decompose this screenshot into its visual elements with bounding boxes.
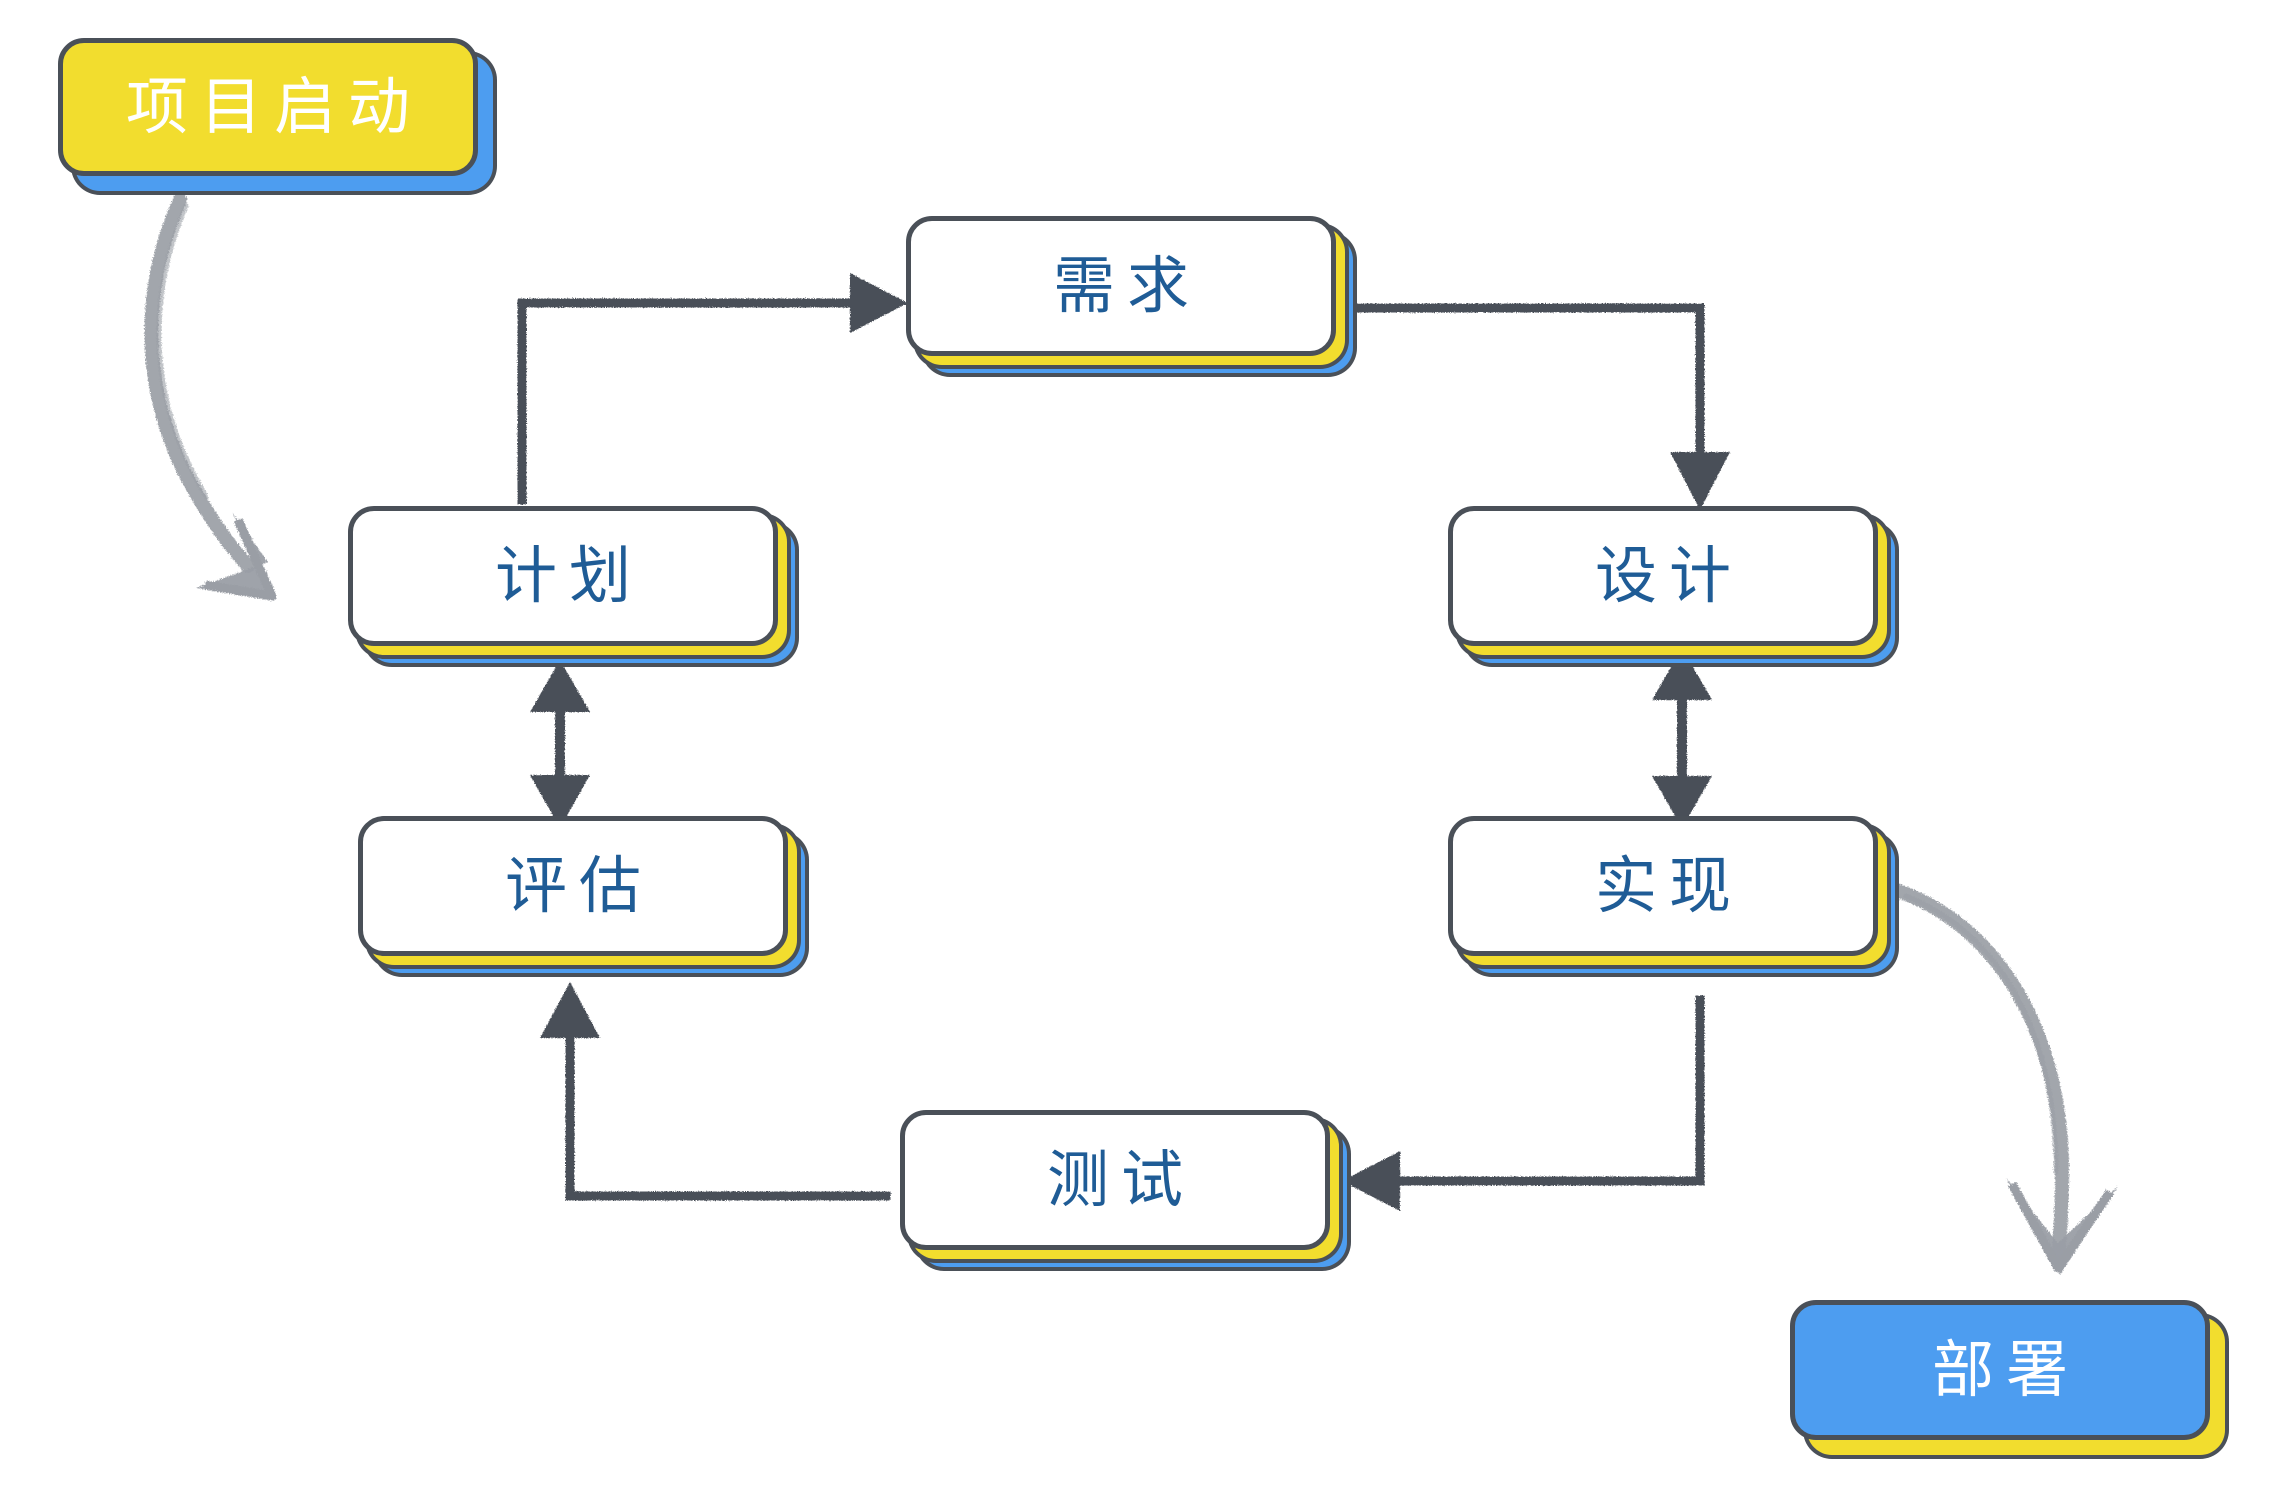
- node-deploy[interactable]: 部署: [1790, 1300, 2210, 1440]
- edge-req-to-design: [1347, 303, 1730, 510]
- node-label: 项目启动: [125, 70, 422, 143]
- node-label: 评估: [504, 849, 653, 922]
- node-label: 需求: [1052, 249, 1201, 322]
- node-label: 实现: [1594, 849, 1743, 922]
- edge-impl-to-deploy: [1889, 883, 2118, 1275]
- node-label: 设计: [1594, 539, 1743, 612]
- node-label: 部署: [1931, 1333, 2080, 1406]
- node-design[interactable]: 设计: [1448, 506, 1878, 646]
- node-plan[interactable]: 计划: [348, 506, 778, 646]
- node-testing[interactable]: 测试: [900, 1110, 1330, 1250]
- node-requirements[interactable]: 需求: [906, 216, 1336, 356]
- node-label: 计划: [494, 539, 643, 612]
- edge-start-to-plan: [144, 193, 277, 601]
- edge-impl-to-test: [1342, 995, 1705, 1211]
- node-label: 测试: [1046, 1143, 1195, 1216]
- node-start[interactable]: 项目启动: [58, 38, 478, 176]
- edge-design-to-impl: [1652, 648, 1712, 828]
- edge-plan-to-req: [517, 273, 908, 505]
- edge-test-to-review: [540, 982, 891, 1201]
- node-review[interactable]: 评估: [358, 816, 788, 956]
- edge-review-to-plan: [530, 660, 590, 828]
- node-implementation[interactable]: 实现: [1448, 816, 1878, 956]
